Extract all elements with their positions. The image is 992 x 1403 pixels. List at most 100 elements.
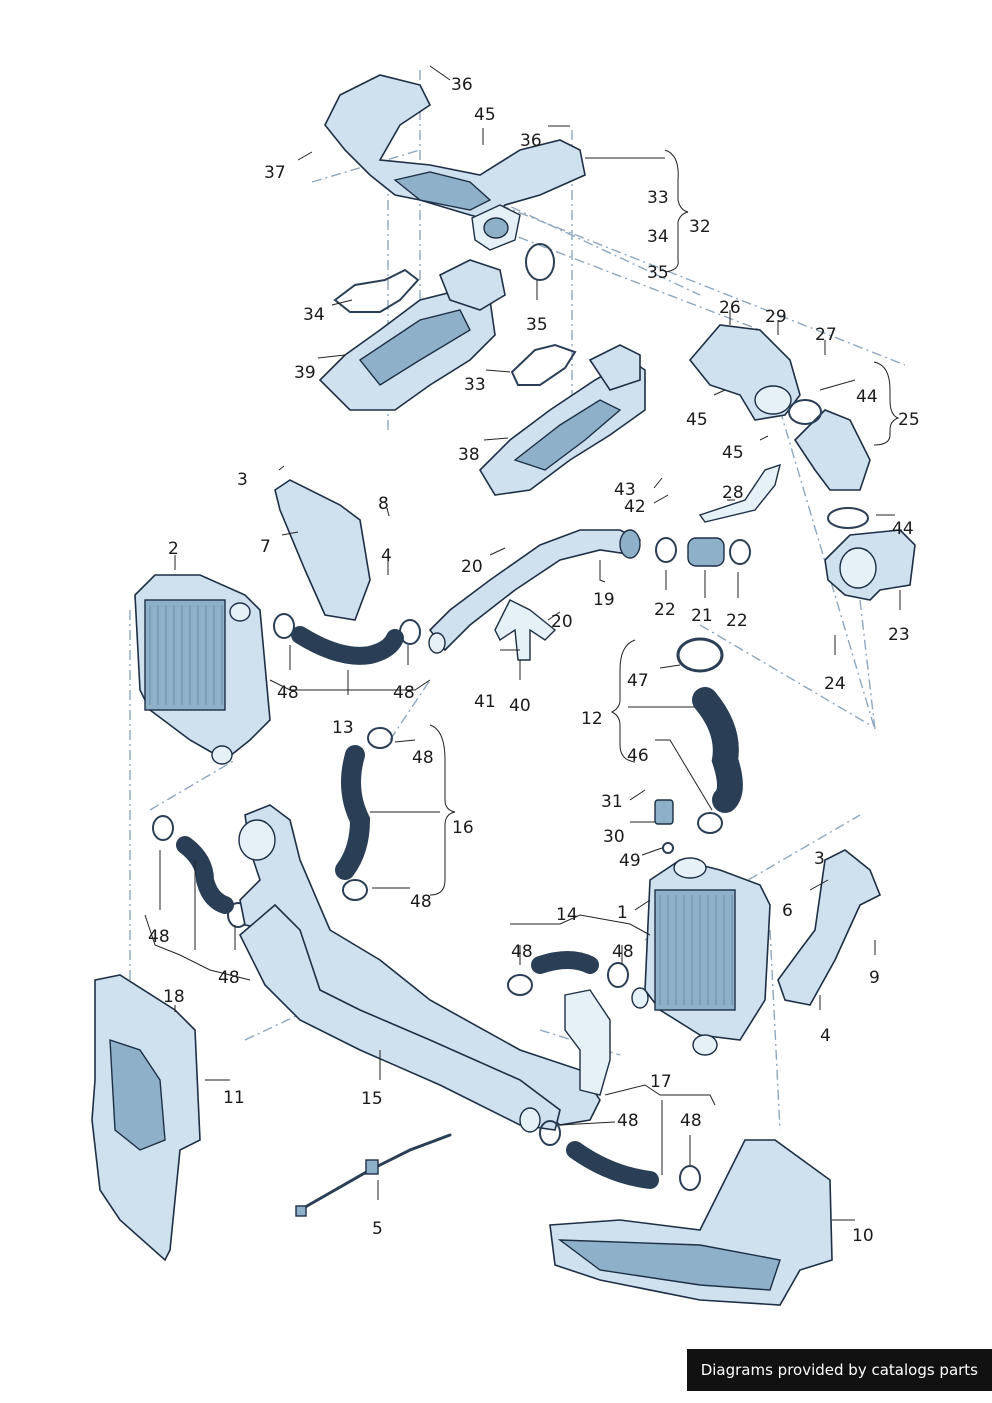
- bracket-7: [274, 479, 371, 621]
- throttle-body: [824, 507, 916, 601]
- air-duct-10: [549, 1139, 833, 1306]
- callout-label: 20: [461, 557, 483, 577]
- credit-banner: Diagrams provided by catalogs parts: [686, 1349, 992, 1391]
- callout-label: 41: [474, 692, 496, 712]
- callout-label: 3: [237, 470, 248, 490]
- callout-label: 20: [551, 612, 573, 632]
- callout-label: 22: [726, 611, 748, 631]
- connector-pipe-25: [788, 399, 871, 491]
- callout-label: 48: [148, 927, 170, 947]
- bracket-40: [494, 599, 557, 661]
- callout-label: 36: [451, 75, 473, 95]
- callout-label: 42: [624, 497, 646, 517]
- callout-label: 7: [260, 537, 271, 557]
- callout-label: 1: [617, 903, 628, 923]
- callout-label: 34: [647, 227, 669, 247]
- callout-label: 10: [852, 1226, 874, 1246]
- callout-label: 48: [612, 942, 634, 962]
- leader-lines: [144, 65, 901, 1221]
- callout-label: 45: [722, 443, 744, 463]
- intake-manifold-lower-left: [318, 259, 506, 411]
- callout-label: 15: [361, 1089, 383, 1109]
- cable-tie: [295, 1133, 452, 1217]
- callout-label: 43: [614, 480, 636, 500]
- callout-label: 23: [888, 625, 910, 645]
- callout-label: 27: [815, 325, 837, 345]
- callout-label: 48: [680, 1111, 702, 1131]
- callout-label: 9: [869, 968, 880, 988]
- callout-label: 34: [303, 305, 325, 325]
- callout-label: 2: [168, 539, 179, 559]
- callout-label: 13: [332, 718, 354, 738]
- callout-label: 14: [556, 905, 578, 925]
- callout-label: 4: [820, 1026, 831, 1046]
- hose-left-upper: [273, 613, 421, 665]
- callout-label: 33: [647, 188, 669, 208]
- callout-label: 17: [650, 1072, 672, 1092]
- callout-label: 28: [722, 483, 744, 503]
- callout-labels: 36 45 36 37 33 34 35 32 34 35 39 33 38 2…: [148, 75, 920, 1246]
- air-duct-11: [91, 974, 201, 1262]
- hose-21: [655, 537, 751, 567]
- hose-12: [676, 637, 743, 834]
- callout-label: 35: [647, 263, 669, 283]
- callout-label: 44: [892, 519, 914, 539]
- charge-pipe-15: [238, 804, 611, 1133]
- intake-manifold-upper: [324, 74, 586, 251]
- callout-label: 12: [581, 709, 603, 729]
- callout-label: 35: [526, 315, 548, 335]
- callout-label: 36: [520, 131, 542, 151]
- callout-label: 45: [686, 410, 708, 430]
- callout-label: 11: [223, 1088, 245, 1108]
- intake-manifold-lower-right: [478, 344, 646, 496]
- callout-label: 5: [372, 1219, 383, 1239]
- callout-label: 45: [474, 105, 496, 125]
- elbow-pipe: [688, 324, 801, 421]
- charge-pipe-19: [428, 529, 641, 654]
- callout-label: 18: [163, 987, 185, 1007]
- callout-label: 48: [412, 748, 434, 768]
- callout-label: 48: [617, 1111, 639, 1131]
- manifold-gasket-upper: [333, 243, 555, 313]
- callout-label: 30: [603, 827, 625, 847]
- callout-label: 37: [264, 163, 286, 183]
- callout-label: 4: [381, 546, 392, 566]
- callout-label: 48: [218, 968, 240, 988]
- callout-label: 19: [593, 590, 615, 610]
- bracket-28: [698, 463, 781, 523]
- callout-label: 40: [509, 696, 531, 716]
- hose-16: [335, 727, 393, 901]
- callout-label: 26: [719, 298, 741, 318]
- bracket-6: [777, 849, 882, 1006]
- hose-17: [539, 1120, 701, 1191]
- callout-label: 22: [654, 600, 676, 620]
- callout-label: 6: [782, 901, 793, 921]
- callout-label: 48: [393, 683, 415, 703]
- callout-label: 29: [765, 307, 787, 327]
- callout-label: 48: [511, 942, 533, 962]
- callout-label: 33: [464, 375, 486, 395]
- callout-label: 3: [814, 849, 825, 869]
- sensor-30: [654, 799, 674, 854]
- callout-label: 46: [627, 746, 649, 766]
- callout-label: 39: [294, 363, 316, 383]
- callout-label: 48: [410, 892, 432, 912]
- callout-label: 8: [378, 494, 389, 514]
- hose-left-lower: [152, 815, 249, 928]
- callout-label: 48: [277, 683, 299, 703]
- intercooler-left: [134, 574, 271, 765]
- callout-label: 31: [601, 792, 623, 812]
- callout-label: 47: [627, 671, 649, 691]
- manifold-gasket-lower: [510, 343, 577, 386]
- callout-label: 38: [458, 445, 480, 465]
- callout-label: 21: [691, 606, 713, 626]
- callout-label: 24: [824, 674, 846, 694]
- callout-label: 49: [619, 851, 641, 871]
- callout-label: 16: [452, 818, 474, 838]
- intercooler-right: [631, 857, 771, 1056]
- callout-label: 25: [898, 410, 920, 430]
- callout-label: 32: [689, 217, 711, 237]
- hose-14: [507, 951, 629, 996]
- callout-label: 44: [856, 387, 878, 407]
